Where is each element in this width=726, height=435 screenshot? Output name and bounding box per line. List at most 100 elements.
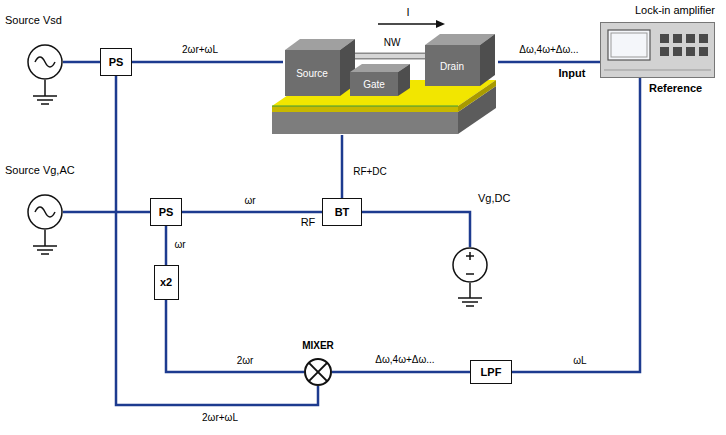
src-shape bbox=[28, 45, 62, 79]
lockin-shape bbox=[673, 34, 682, 43]
signal-wire bbox=[341, 135, 344, 198]
node-label: Source bbox=[296, 67, 328, 80]
signal-wire bbox=[116, 76, 318, 405]
port-label: RF bbox=[300, 216, 317, 228]
node-label: Source Vg,AC bbox=[5, 164, 75, 177]
mixer-shape bbox=[309, 363, 327, 381]
current-arrow bbox=[378, 23, 437, 25]
src-shape bbox=[28, 195, 62, 229]
gate-electrode bbox=[350, 72, 398, 96]
signal-wire bbox=[498, 61, 600, 64]
mixer-shape bbox=[305, 359, 331, 385]
ground-symbol bbox=[466, 305, 474, 307]
frequency-doubler: x2 bbox=[154, 265, 179, 300]
drain-electrode bbox=[480, 34, 495, 86]
dc-symbol bbox=[452, 247, 488, 283]
ground-symbol bbox=[44, 80, 46, 96]
mixer: MIXER bbox=[304, 358, 332, 386]
ground-symbol bbox=[37, 99, 53, 101]
ground-symbol bbox=[41, 253, 49, 255]
node-label: MIXER bbox=[302, 339, 334, 352]
dc-shape bbox=[466, 255, 474, 257]
ground-symbol bbox=[41, 103, 49, 105]
signal-frequency: ωr bbox=[173, 239, 186, 251]
signal-frequency: 2ωr+ωL bbox=[181, 44, 219, 56]
ground-symbol bbox=[469, 283, 471, 298]
dc-shape bbox=[466, 273, 474, 275]
lockin-shape bbox=[673, 47, 682, 56]
mixer-symbol bbox=[304, 358, 332, 386]
substrate bbox=[272, 106, 458, 112]
drain-electrode bbox=[425, 34, 495, 86]
nanowire-device: I Source NW Gate Drain bbox=[283, 2, 498, 135]
box-label: LPF bbox=[481, 366, 502, 379]
signal-wire bbox=[166, 300, 304, 372]
src-shape bbox=[28, 45, 62, 79]
mixer-shape bbox=[309, 363, 327, 381]
lockin-shape bbox=[686, 34, 695, 43]
signal-frequency: ωL bbox=[572, 355, 587, 367]
dc-shape bbox=[453, 248, 487, 282]
ground-symbol bbox=[33, 80, 482, 306]
dc-source: Vg,DC bbox=[452, 247, 488, 283]
node-label: NW bbox=[384, 36, 401, 49]
signal-wire bbox=[362, 212, 470, 247]
dc-shape bbox=[453, 248, 487, 282]
substrate bbox=[272, 112, 458, 134]
lockin-shape bbox=[660, 34, 669, 43]
signal-wire bbox=[63, 211, 150, 214]
signal-frequency: Δω,4ω+Δω... bbox=[374, 354, 435, 366]
gate-electrode bbox=[398, 64, 410, 96]
signal-frequency: 2ωr bbox=[236, 355, 255, 367]
signal-frequency: RF+DC bbox=[352, 166, 388, 178]
low-pass-filter: LPF bbox=[470, 360, 512, 384]
node-label: Lock-in amplifier bbox=[635, 4, 715, 17]
signal-frequency: Δω,4ω+Δω... bbox=[518, 44, 579, 56]
ground-symbol bbox=[33, 95, 57, 97]
lock-in-amplifier: Lock-in amplifier bbox=[600, 22, 715, 78]
lockin-shape bbox=[660, 47, 669, 56]
nanowire bbox=[355, 56, 425, 57]
port-label: Input bbox=[558, 67, 587, 79]
lockin-shape bbox=[601, 23, 715, 78]
lockin-shape bbox=[608, 30, 650, 60]
lockin-shape bbox=[699, 47, 708, 56]
ground-symbol bbox=[33, 245, 57, 247]
substrate bbox=[272, 106, 458, 107]
node-label: Source Vsd bbox=[5, 14, 62, 27]
source-electrode bbox=[285, 39, 355, 96]
drain-electrode bbox=[425, 45, 480, 86]
node-label: Vg,DC bbox=[478, 192, 510, 205]
node-label: Gate bbox=[363, 78, 385, 91]
power-splitter: PS bbox=[100, 48, 132, 76]
port-label: Reference bbox=[648, 82, 703, 94]
signal-wire bbox=[63, 61, 100, 64]
current-arrow bbox=[436, 20, 445, 28]
lockin-shape bbox=[686, 47, 695, 56]
src-shape bbox=[35, 57, 55, 67]
ground-symbol bbox=[44, 230, 46, 246]
signal-wire bbox=[512, 78, 640, 372]
ac-source: Source Vg,AC bbox=[27, 194, 63, 230]
ground-symbol bbox=[37, 249, 53, 251]
signal-wire bbox=[182, 211, 322, 214]
power-splitter: PS bbox=[150, 198, 182, 226]
box-label: BT bbox=[335, 206, 350, 219]
lockin-shape bbox=[611, 33, 647, 57]
node-label: I bbox=[406, 6, 409, 19]
box-label: PS bbox=[109, 56, 124, 69]
node-label: Drain bbox=[440, 60, 464, 73]
mixer-shape bbox=[305, 359, 331, 385]
signal-wire bbox=[132, 61, 283, 64]
lockin-shape bbox=[699, 34, 708, 43]
nanowire bbox=[355, 53, 425, 60]
signal-wire bbox=[332, 371, 470, 374]
current-arrow bbox=[378, 20, 445, 28]
src-symbol bbox=[27, 194, 63, 230]
ground-symbol bbox=[458, 297, 482, 299]
lockin-symbol bbox=[600, 22, 715, 78]
ac-source: Source Vsd bbox=[27, 44, 63, 80]
box-label: PS bbox=[159, 206, 174, 219]
src-shape bbox=[35, 207, 55, 217]
